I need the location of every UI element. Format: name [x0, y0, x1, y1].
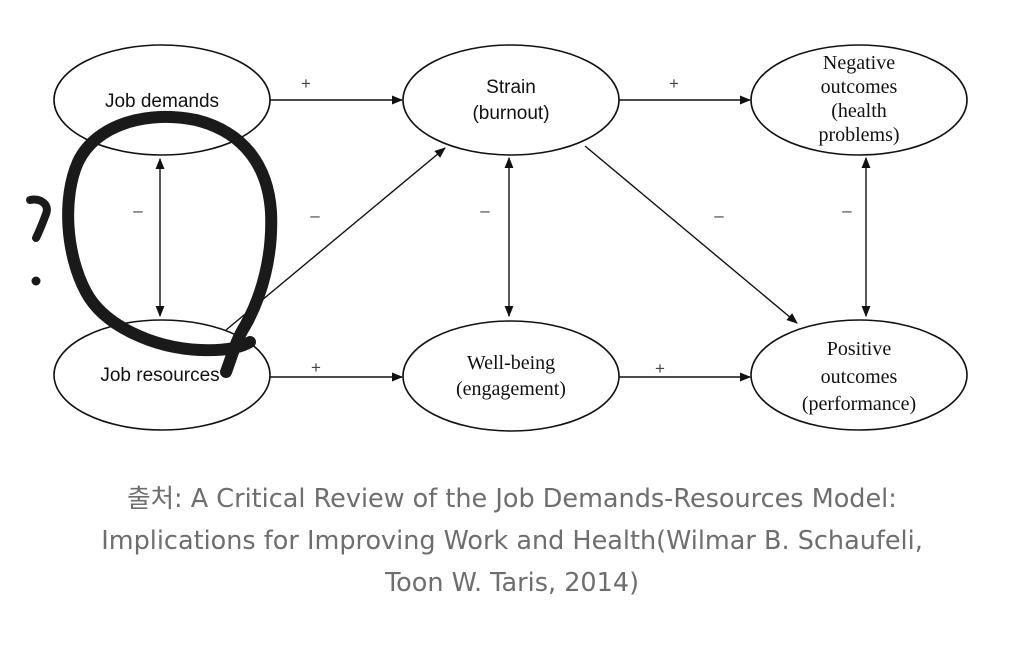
caption-line: Toon W. Taris, 2014) — [384, 568, 640, 598]
node-label: Job demands — [105, 91, 219, 112]
caption-line: Implications for Improving Work and Heal… — [101, 526, 923, 556]
node-label: (performance) — [802, 393, 916, 415]
node-label: Negative — [823, 52, 895, 74]
node-label: (burnout) — [472, 103, 549, 124]
edge-sign: + — [669, 74, 679, 93]
edge-sign: – — [714, 206, 724, 225]
node-label: Strain — [486, 77, 536, 98]
node-label: Well-being — [467, 352, 555, 374]
node-label: Positive — [827, 338, 892, 360]
node-wellbeing: Well-being (engagement) — [402, 320, 620, 432]
edge-sign: – — [842, 201, 852, 220]
node-label: problems) — [818, 124, 899, 146]
handdrawn-dot — [31, 276, 41, 286]
jdr-model-diagram: Job demands Job resources Strain (burnou… — [26, 44, 968, 432]
node-label: outcomes — [821, 76, 898, 98]
node-negative-outcomes: Negative outcomes (health problems) — [750, 44, 968, 156]
handdrawn-annotation — [26, 110, 278, 378]
node-strain: Strain (burnout) — [402, 44, 620, 156]
edge-sign: – — [480, 201, 490, 220]
handdrawn-loop — [62, 110, 278, 378]
figure-caption: 출처: A Critical Review of the Job Demands… — [0, 478, 1024, 604]
node-label: Job resources — [100, 365, 219, 386]
node-job-resources: Job resources — [53, 319, 271, 431]
node-label: (health — [831, 100, 887, 122]
edge-sign: + — [311, 358, 321, 377]
handdrawn-question-mark — [26, 195, 51, 242]
caption-line: 출처: A Critical Review of the Job Demands… — [127, 484, 897, 514]
edge-sign: + — [301, 74, 311, 93]
edge-sign: + — [655, 359, 665, 378]
edge-sign: – — [310, 206, 320, 225]
node-positive-outcomes: Positive outcomes (performance) — [750, 319, 968, 431]
edge-strain-to-positive — [584, 145, 798, 324]
node-label: outcomes — [821, 366, 898, 388]
node-label: (engagement) — [456, 378, 566, 400]
edge-sign: – — [133, 201, 143, 220]
